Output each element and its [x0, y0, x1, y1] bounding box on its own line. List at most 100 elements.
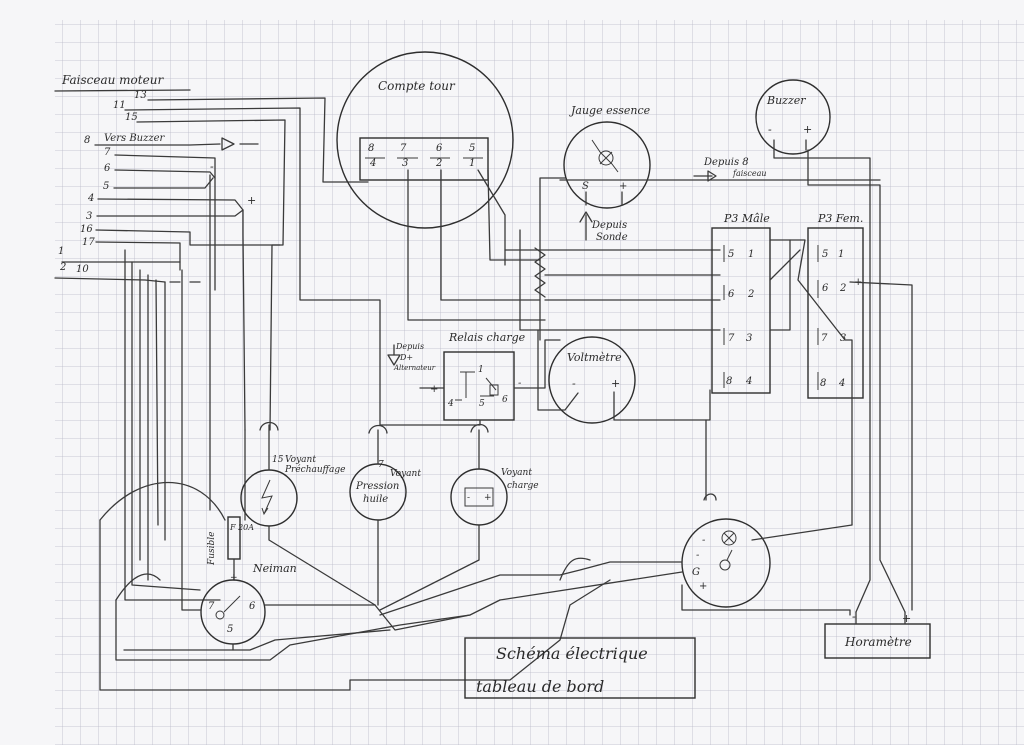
charge-lamp-label-1: Voyant: [501, 468, 532, 478]
buzzer-pin-minus: -: [768, 123, 772, 136]
harness-wire-15: 15: [125, 112, 138, 123]
ignition-pin-6: 6: [249, 601, 256, 612]
p3m-r3-b: 3: [746, 333, 752, 344]
harness-wire-10: 10: [76, 264, 89, 275]
wire-to-p3: [519, 229, 721, 331]
p3-male-label: P3 Mâle: [723, 212, 770, 225]
p3m-r3-a: 7: [728, 333, 735, 344]
tach-pin-5: 5: [469, 143, 475, 154]
preheat-label-2: Préchauffage: [284, 464, 346, 475]
p3m-r4-b: 4: [745, 376, 752, 387]
oil-text-1: Pression: [355, 481, 399, 492]
p3f-r2-b: 2: [839, 283, 846, 294]
charge-relay: Relais charge 1 4 5 6 + - Depuis D+ Alte…: [379, 331, 561, 426]
relay-pin-5: 5: [479, 399, 485, 409]
p3-male-connector: P3 Mâle 5 1 6 2 7 3 8 4: [711, 212, 771, 394]
hour-meter: Horamètre - +: [824, 284, 931, 659]
fuse: F 20A Fusible: [207, 516, 254, 581]
fuse-text: F 20A: [229, 523, 254, 532]
relay-label: Relais charge: [448, 331, 526, 344]
ignition-switch: Neiman + 7 6 5: [200, 562, 376, 651]
title-line-2: tableau de bord: [476, 677, 604, 696]
relay-plus: +: [430, 384, 438, 395]
harness-wire-17: 17: [82, 237, 95, 248]
preheat-label-1: Voyant: [285, 455, 316, 465]
switch-letter-g: G: [692, 567, 700, 578]
harness-wire-8: 8: [84, 135, 90, 146]
title-line-1: Schéma électrique: [496, 644, 648, 663]
oil-text-2: huile: [363, 494, 388, 505]
preheat-lamp: 15 Voyant Préchauffage: [240, 421, 376, 606]
tach-pin-8: 8: [368, 143, 374, 154]
tach-pin-4: 4: [369, 158, 376, 169]
harness-wire-3: 3: [86, 211, 92, 222]
tach-pin-2: 2: [435, 158, 442, 169]
buzzer: Buzzer - + Depuis 8 faisceau: [693, 79, 881, 286]
oil-label: Voyant: [390, 469, 421, 479]
voltmeter-label: Voltmètre: [567, 351, 622, 364]
fuel-pin-s: S: [582, 181, 589, 192]
voltmeter: Voltmètre - +: [537, 329, 711, 424]
p3f-r4-a: 8: [820, 378, 826, 389]
p3m-r1-a: 5: [728, 249, 734, 260]
fuel-pin-plus: +: [619, 181, 627, 192]
switch-minus-2: -: [696, 550, 700, 561]
fuel-note-2: Sonde: [596, 232, 628, 243]
switch-unit: - - G +: [379, 419, 853, 616]
charge-lamp-minus: -: [467, 493, 470, 503]
p3f-r1-a: 5: [822, 249, 828, 260]
harness-wire-1: 1: [58, 246, 64, 257]
p3m-r2-a: 6: [728, 289, 735, 300]
ignition-label: Neiman: [252, 562, 297, 575]
relay-note-2: D+: [399, 353, 413, 362]
relay-pin-4: 4: [447, 399, 454, 409]
fuel-gauge-label: Jauge essence: [569, 104, 651, 117]
hour-meter-minus: -: [852, 610, 856, 623]
title-box: Schéma électrique tableau de bord: [464, 637, 696, 699]
ignition-plus: +: [230, 573, 238, 583]
switch-minus-1: -: [702, 535, 706, 546]
wire-bundle-right: [504, 249, 721, 301]
fuel-note-1: Depuis: [591, 220, 627, 231]
relay-pin-6: 6: [502, 395, 508, 405]
relay-note-3: Alternateur: [393, 364, 436, 372]
tach-pin-3: 3: [402, 158, 408, 169]
tach-pin-6: 6: [436, 143, 443, 154]
ignition-pin-7: 7: [208, 601, 215, 612]
hour-meter-label: Horamètre: [844, 635, 912, 649]
charge-lamp-label-2: charge: [507, 481, 539, 491]
harness-wire-vers-buzzer: Vers Buzzer: [104, 133, 166, 144]
p3f-r4-b: 4: [838, 378, 845, 389]
harness-wire-5: 5: [103, 181, 109, 192]
p3-female-connector: P3 Fem. 5 1 6 2 7 3 8 4 +: [534, 179, 913, 611]
tach-pin-1: 1: [469, 158, 475, 169]
p3m-r1-b: 1: [748, 249, 754, 260]
switch-plus: +: [699, 581, 707, 592]
harness-label: Faisceau moteur: [61, 73, 164, 87]
p3m-r4-a: 8: [726, 376, 732, 387]
buzzer-note-1: Depuis 8: [703, 157, 749, 168]
harness-wire-11: 11: [113, 100, 126, 111]
relay-minus: -: [518, 378, 522, 389]
harness-wire-13: 13: [134, 90, 147, 101]
p3f-r2-a: 6: [822, 283, 829, 294]
p3f-r3-a: 7: [821, 333, 828, 344]
tachometer-label: Compte tour: [378, 79, 456, 93]
harness-wire-16: 16: [80, 224, 93, 235]
tachometer: Compte tour 8 7 6 5 4 3 2 1: [336, 51, 721, 321]
p3f-r1-b: 1: [838, 249, 844, 260]
harness-wire-6: 6: [104, 163, 111, 174]
buzzer-label: Buzzer: [766, 94, 806, 107]
tach-pin-7: 7: [400, 143, 407, 154]
buzzer-pin-plus: +: [803, 123, 812, 136]
ignition-pin-5: 5: [227, 624, 233, 635]
voltmeter-plus: +: [611, 377, 620, 390]
oil-num: 7: [378, 460, 384, 470]
p3m-r2-b: 2: [747, 289, 754, 300]
wire-common-node: [374, 604, 471, 631]
fuse-label: Fusible: [207, 531, 217, 566]
buzzer-note-2: faisceau: [732, 169, 767, 178]
harness-minus-sign: -: [210, 160, 214, 173]
harness-wire-2: 2: [59, 262, 66, 273]
